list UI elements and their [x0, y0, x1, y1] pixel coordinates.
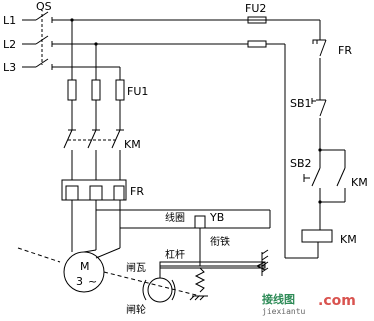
fu1-fuse: [91, 79, 101, 101]
brake-mechanism: [142, 238, 269, 303]
fu1-fuse: [67, 79, 77, 101]
label-armature: 衔铁: [210, 235, 230, 248]
label-brake-wheel: 闸轮: [126, 303, 146, 316]
label-fu1: FU1: [127, 85, 148, 98]
label-qs: QS: [36, 0, 52, 13]
watermark: 接线图 jiexiantu .com: [262, 292, 356, 316]
label-l3: L3: [3, 61, 16, 74]
label-fu2: FU2: [245, 2, 266, 15]
qs-switch: [35, 11, 53, 70]
label-sb1: SB1: [290, 97, 312, 110]
label-l1: L1: [3, 14, 16, 27]
label-km-coil: KM: [340, 233, 357, 246]
fu1-fuse: [115, 79, 125, 101]
fu2-fuse: [247, 40, 267, 48]
watermark-site: jiexiantu: [262, 307, 306, 316]
label-motor-phase: 3: [76, 275, 83, 288]
label-yb: YB: [209, 211, 224, 224]
label-brake-shoe: 闸瓦: [126, 261, 146, 274]
lever-bar: [159, 261, 266, 269]
label-sb2: SB2: [290, 157, 312, 170]
label-motor-tilde: ~: [88, 275, 97, 288]
control-circuit: [247, 16, 346, 259]
brake-wheel: [147, 277, 173, 303]
fr-thermal-relay: [61, 179, 127, 201]
watermark-brand: 接线图: [262, 292, 295, 306]
label-fr-main: FR: [130, 185, 144, 198]
label-km-main: KM: [124, 138, 141, 151]
label-km-hold: KM: [351, 176, 368, 189]
km-coil: [301, 229, 333, 243]
label-lever: 杠杆: [165, 248, 185, 261]
label-fr-control: FR: [338, 44, 352, 57]
label-l2: L2: [3, 38, 16, 51]
label-coil: 线圈: [165, 211, 185, 224]
yb-coil: [194, 215, 206, 229]
brake-coil-wiring: [96, 209, 271, 238]
main-circuit: [60, 20, 127, 259]
watermark-com: .com: [318, 293, 356, 309]
label-motor-m: M: [80, 260, 90, 273]
spring: [194, 267, 206, 293]
